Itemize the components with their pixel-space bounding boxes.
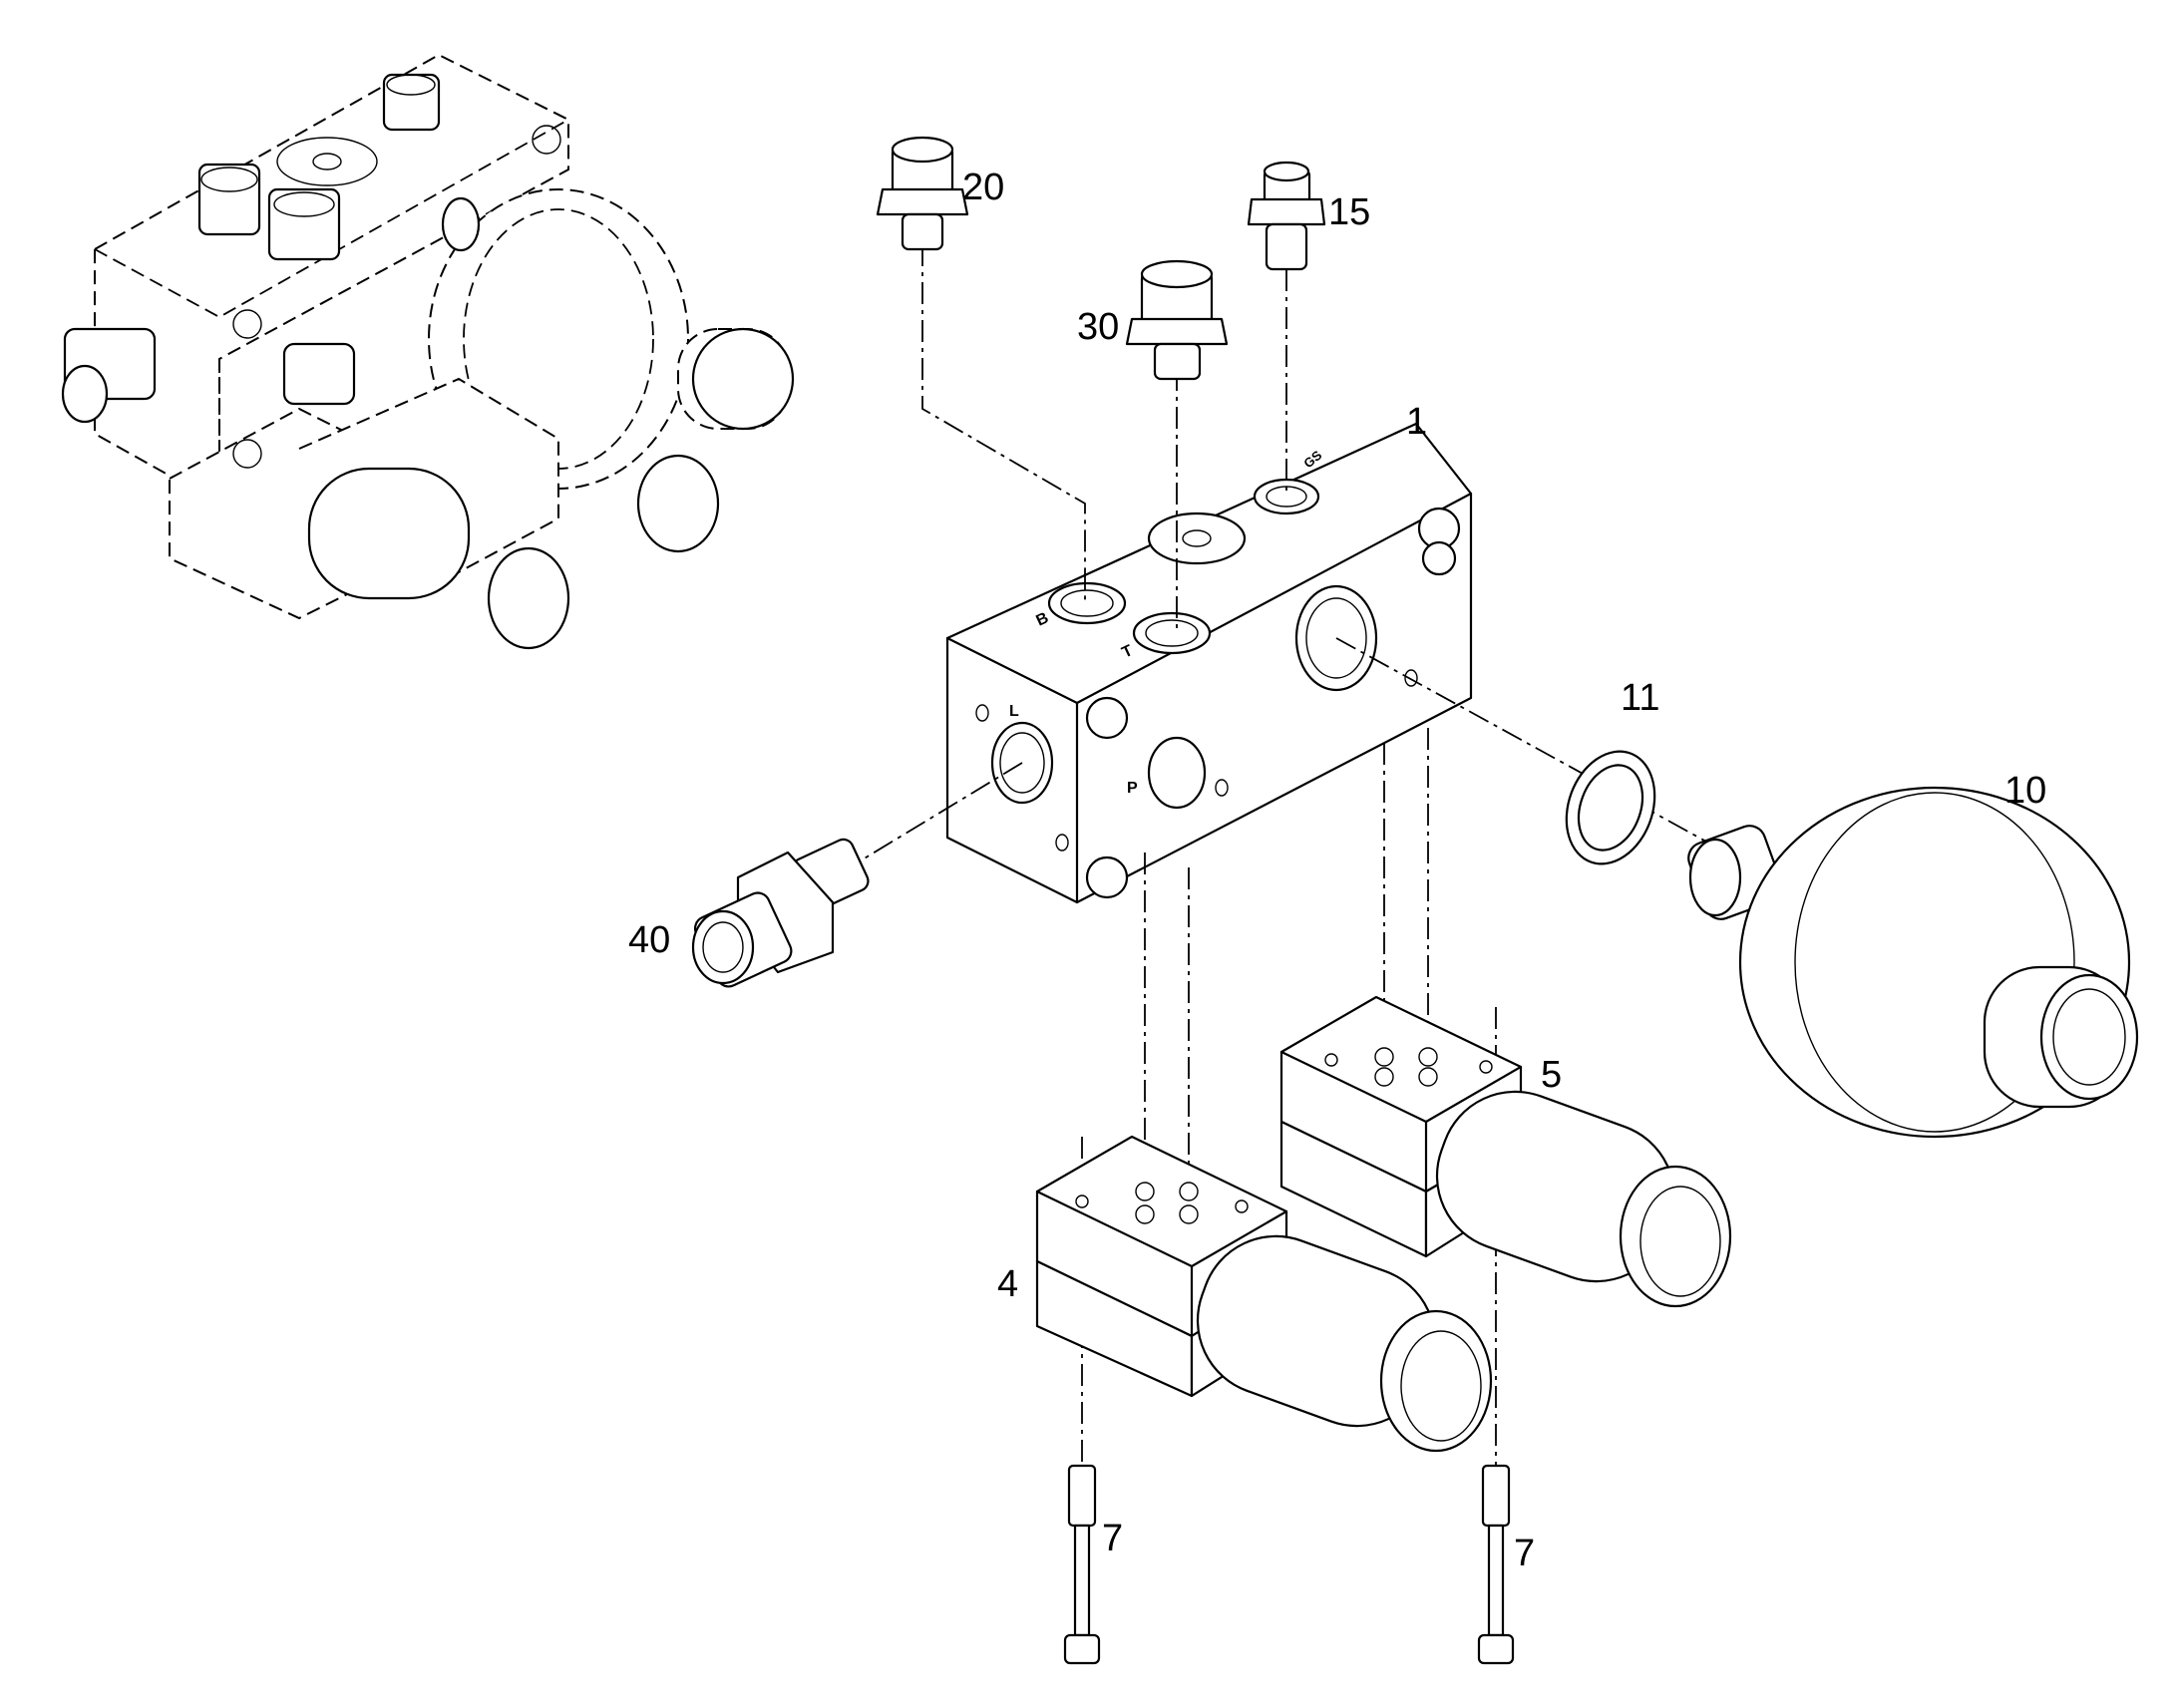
- fitting-40: [691, 838, 870, 988]
- assembled-reference-view: [61, 53, 795, 650]
- port-mark-p: P: [1127, 780, 1138, 797]
- bolt-7-left: [1063, 1464, 1101, 1665]
- seal-ring-11: [1565, 750, 1656, 865]
- callout-40: 40: [628, 919, 670, 961]
- callout-labels: 1 4 5 7 7 10 11 15 20 30 40: [628, 167, 2046, 1574]
- callout-5: 5: [1541, 1054, 1562, 1096]
- port-mark-l: L: [1009, 703, 1019, 720]
- manifold-block: B T P L GS: [945, 422, 1473, 904]
- callout-1: 1: [1406, 401, 1427, 443]
- fitting-15: [1247, 161, 1326, 271]
- callout-7-right: 7: [1514, 1533, 1535, 1574]
- callout-10: 10: [2004, 770, 2046, 812]
- callout-15: 15: [1328, 191, 1370, 233]
- fitting-30: [1125, 259, 1229, 381]
- solenoid-valve-5: [1279, 995, 1732, 1308]
- bolt-7-right: [1477, 1464, 1515, 1665]
- callout-20: 20: [962, 167, 1004, 208]
- callout-11: 11: [1621, 677, 1659, 719]
- callout-30: 30: [1077, 306, 1119, 348]
- callout-7-left: 7: [1102, 1518, 1123, 1559]
- solenoid-valve-4: [1035, 1135, 1493, 1453]
- accumulator-10: [1687, 786, 2139, 1139]
- fitting-20: [876, 136, 969, 251]
- callout-4: 4: [997, 1263, 1018, 1305]
